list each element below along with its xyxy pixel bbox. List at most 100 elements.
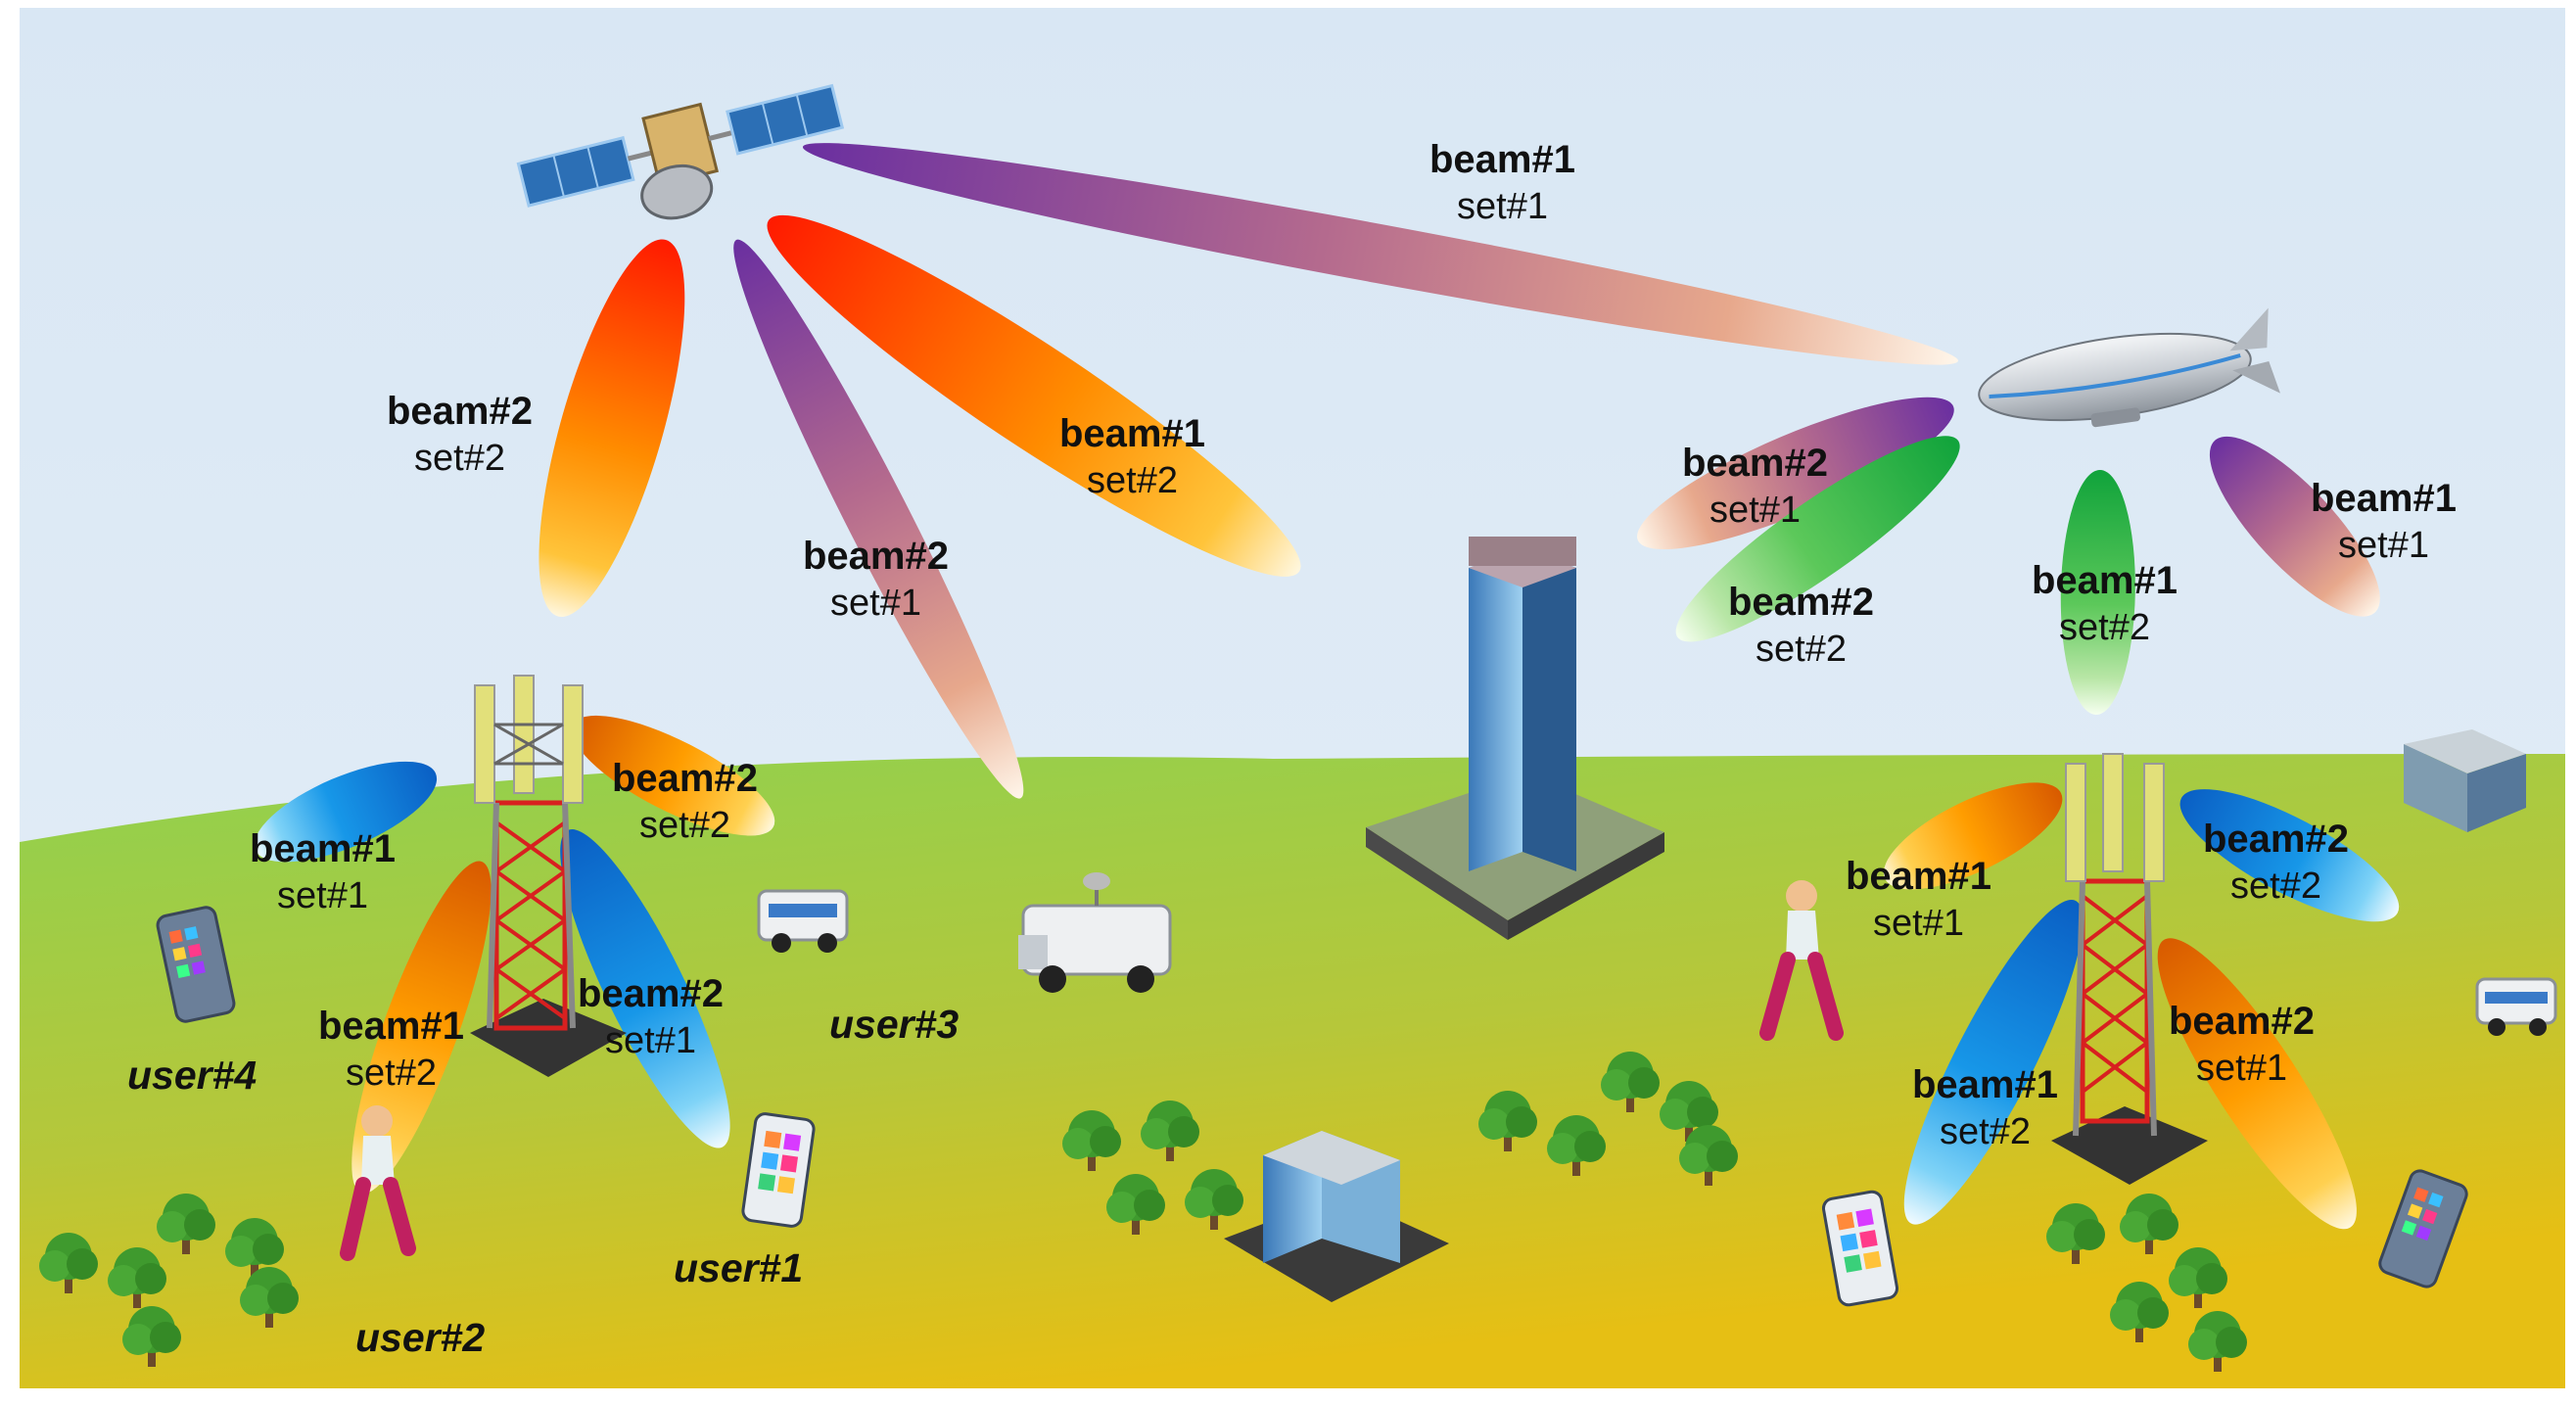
beam-rtower-b1s1 xyxy=(1883,782,2063,890)
tree-icon xyxy=(1106,1174,1165,1235)
tree-icon xyxy=(1478,1091,1537,1151)
beam-number: beam#1 xyxy=(1912,1063,2058,1106)
beam-number: beam#2 xyxy=(2169,1000,2315,1043)
ground xyxy=(20,754,2565,1388)
set-number: set#2 xyxy=(1087,460,1178,501)
beam-label-airship-green: beam#2 set#2 xyxy=(1728,578,1874,674)
beam-label-sat-tower: beam#2 set#2 xyxy=(387,387,533,483)
tree-icon xyxy=(108,1247,166,1308)
tree-icon xyxy=(1547,1115,1606,1176)
set-number: set#2 xyxy=(1940,1111,2031,1152)
beam-ltower-b2s2 xyxy=(571,715,775,836)
tree-icon xyxy=(1679,1125,1738,1186)
set-number: set#2 xyxy=(1756,629,1847,670)
satellite-icon xyxy=(516,83,845,220)
pedestrian-icon xyxy=(1759,880,1844,1041)
tree-icon xyxy=(2169,1247,2227,1308)
trees xyxy=(39,1052,2247,1372)
beam-number: beam#1 xyxy=(1846,855,1991,898)
beam-number: beam#1 xyxy=(1429,138,1575,181)
tree-icon xyxy=(1660,1081,1718,1142)
beam-ltower-b2s1 xyxy=(560,829,730,1148)
set-number: set#1 xyxy=(1457,186,1548,227)
phone-icon xyxy=(741,1112,816,1228)
beam-label-ltower-b2s1: beam#2 set#1 xyxy=(578,969,724,1065)
beam-sat-airship xyxy=(802,143,1958,365)
tree-icon xyxy=(240,1267,299,1328)
tree-icon xyxy=(2120,1194,2178,1254)
building-icon xyxy=(1224,1131,1449,1302)
beam-label-sat-van: beam#2 set#1 xyxy=(803,532,949,628)
set-number: set#1 xyxy=(277,875,368,916)
tree-icon xyxy=(1601,1052,1660,1112)
tree-icon xyxy=(39,1233,98,1293)
user-label-2: user#2 xyxy=(355,1315,486,1360)
beam-label-rtower-b1s1: beam#1 set#1 xyxy=(1846,852,1991,948)
beam-number: beam#2 xyxy=(578,972,724,1015)
phone-icon xyxy=(1821,1190,1899,1307)
set-number: set#1 xyxy=(2338,525,2429,566)
tree-icon xyxy=(1141,1101,1199,1161)
beam-sat-tower xyxy=(539,239,685,618)
cell-tower-icon xyxy=(2051,753,2208,1185)
beam-airship-down-green xyxy=(2060,469,2135,715)
beam-airship-left-purple xyxy=(1637,397,1954,550)
set-number: set#1 xyxy=(1710,490,1801,531)
tree-icon xyxy=(2110,1282,2169,1342)
beam-number: beam#1 xyxy=(1059,412,1205,455)
beam-ltower-b1s1 xyxy=(254,761,438,863)
beam-number: beam#2 xyxy=(803,535,949,578)
cell-tower-icon xyxy=(470,675,627,1077)
beam-label-airship-down: beam#1 set#2 xyxy=(2032,556,2178,652)
beam-label-sat-building: beam#1 set#2 xyxy=(1059,409,1205,505)
tree-icon xyxy=(2046,1203,2105,1264)
set-number: set#1 xyxy=(830,583,921,624)
phone-icon xyxy=(2378,1169,2468,1288)
tree-icon xyxy=(1185,1169,1243,1230)
set-number: set#2 xyxy=(414,438,505,479)
beams xyxy=(254,143,2400,1230)
beam-label-airship-right: beam#1 set#1 xyxy=(2311,474,2457,570)
beam-number: beam#2 xyxy=(387,390,533,433)
van-icon xyxy=(2475,977,2557,1036)
beam-number: beam#2 xyxy=(1728,581,1874,624)
beam-number: beam#2 xyxy=(2203,818,2349,861)
beam-label-sat-airship: beam#1 set#1 xyxy=(1429,135,1575,231)
beam-label-ltower-b2s2: beam#2 set#2 xyxy=(612,754,758,850)
beam-number: beam#2 xyxy=(612,757,758,800)
beam-number: beam#1 xyxy=(318,1005,464,1048)
set-number: set#2 xyxy=(2059,607,2150,648)
tree-icon xyxy=(225,1218,284,1279)
tree-icon xyxy=(157,1194,215,1254)
tree-icon xyxy=(2188,1311,2247,1372)
beam-sat-building xyxy=(767,214,1301,577)
van-icon xyxy=(757,889,849,953)
set-number: set#1 xyxy=(1873,903,1964,944)
beam-label-rtower-b1s2: beam#1 set#2 xyxy=(1912,1060,2058,1156)
pedestrian-icon xyxy=(340,1105,416,1261)
beam-rtower-b1s2 xyxy=(1903,900,2084,1225)
beam-sat-van xyxy=(733,239,1024,799)
beam-rtower-b2s2 xyxy=(2179,789,2400,922)
beam-number: beam#1 xyxy=(2311,477,2457,520)
van-icon xyxy=(1018,872,1172,993)
phone-icon xyxy=(156,906,236,1023)
beam-label-ltower-b1s2: beam#1 set#2 xyxy=(318,1002,464,1098)
beam-airship-right-purple xyxy=(2209,436,2380,617)
user-label-4: user#4 xyxy=(127,1053,258,1098)
building-icon xyxy=(2404,729,2526,832)
user-label-1: user#1 xyxy=(674,1245,804,1290)
tree-icon xyxy=(1062,1110,1121,1171)
beam-label-rtower-b2s2: beam#2 set#2 xyxy=(2203,815,2349,911)
building-icon xyxy=(1366,537,1664,940)
tree-icon xyxy=(122,1306,181,1367)
beam-number: beam#1 xyxy=(2032,559,2178,602)
beam-label-airship-purple: beam#2 set#1 xyxy=(1682,439,1828,535)
beam-rtower-b2s1 xyxy=(2157,938,2357,1230)
beam-label-ltower-b1s1: beam#1 set#1 xyxy=(250,824,396,920)
user-label-3: user#3 xyxy=(829,1002,960,1047)
set-number: set#1 xyxy=(605,1020,696,1061)
set-number: set#2 xyxy=(639,805,730,846)
set-number: set#1 xyxy=(2196,1048,2287,1089)
